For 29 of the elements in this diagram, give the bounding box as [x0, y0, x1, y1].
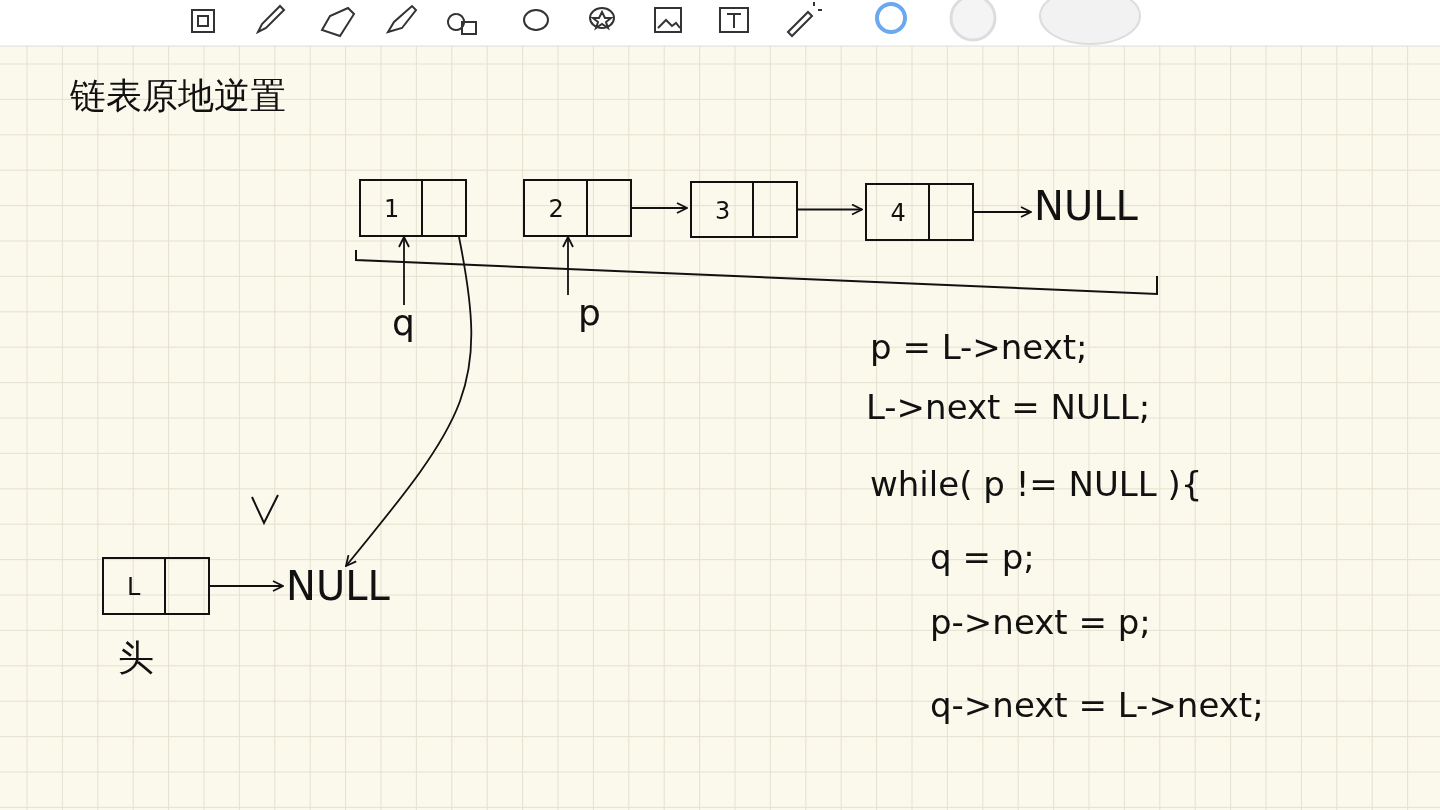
- code-line: L->next = NULL;: [866, 390, 1151, 424]
- code-line: p->next = p;: [930, 605, 1151, 639]
- node-value: 4: [890, 201, 906, 225]
- title: 链表原地逆置: [70, 78, 286, 114]
- arrow: [345, 236, 473, 567]
- node-label: NULL: [1034, 186, 1138, 226]
- code-line: p = L->next;: [870, 330, 1088, 364]
- list-node-box: [865, 183, 974, 241]
- node-value: 2: [548, 197, 564, 221]
- code-line: while( p != NULL ){: [870, 467, 1203, 501]
- list-node-box: [523, 179, 632, 237]
- node-label: NULL: [286, 566, 390, 606]
- code-line: q = p;: [930, 540, 1035, 574]
- arrow: [973, 206, 1032, 218]
- list-node-box: [690, 181, 798, 238]
- node-value: 1: [384, 197, 400, 221]
- arrow: [797, 203, 863, 216]
- node-value: 3: [715, 198, 731, 223]
- node-label: q: [392, 305, 415, 341]
- list-node-box: [359, 179, 467, 237]
- arrow: [209, 580, 284, 592]
- arrow: [562, 236, 574, 296]
- node-label: 头: [118, 640, 154, 676]
- node-value: L: [127, 575, 141, 599]
- list-node-box: [102, 557, 210, 615]
- code-line: q->next = L->next;: [930, 688, 1264, 722]
- arrow: [631, 202, 688, 214]
- arrow: [398, 236, 410, 306]
- node-label: p: [578, 295, 601, 331]
